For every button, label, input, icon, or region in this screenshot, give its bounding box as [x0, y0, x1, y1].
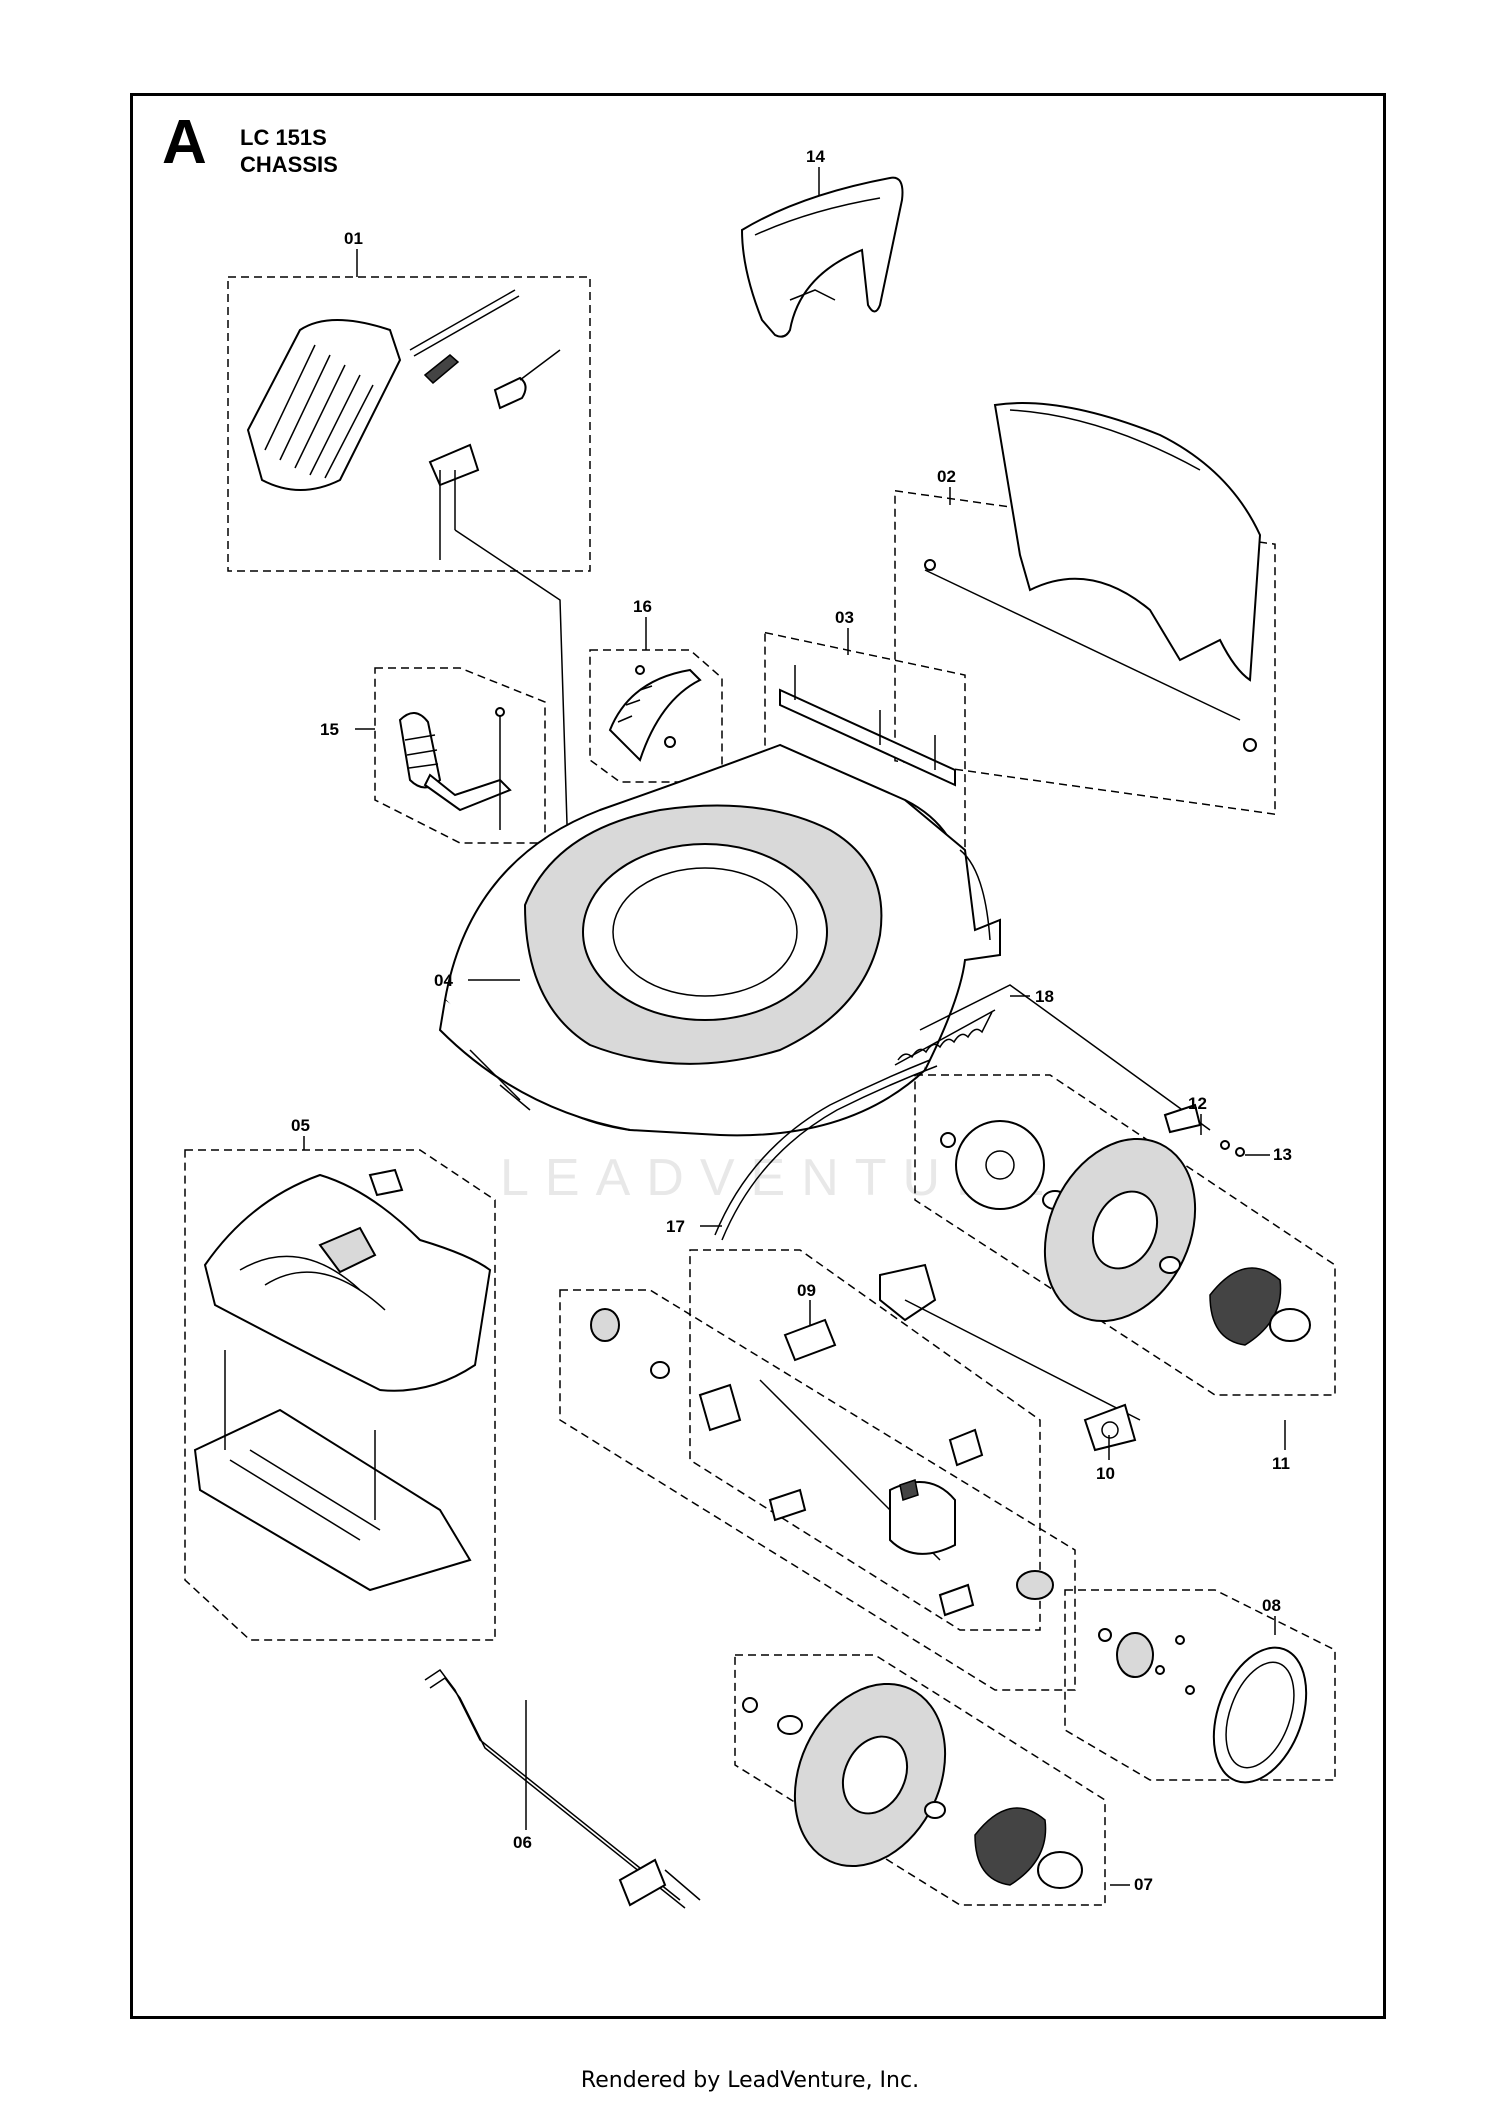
watermark-text: LEADVENTURE — [500, 1149, 1060, 1207]
part-03-bracket[interactable] — [779, 665, 956, 787]
part-08-drive-ring[interactable] — [1098, 1628, 1323, 1795]
label-part-18[interactable]: 18 — [1035, 987, 1054, 1006]
part-16-height-adjuster[interactable] — [608, 665, 702, 762]
group-box-08 — [1064, 1589, 1336, 1781]
group-box-15 — [374, 667, 546, 844]
part-06-front-axle[interactable] — [424, 1668, 701, 1909]
label-part-05[interactable]: 05 — [291, 1116, 310, 1135]
part-12-clip[interactable] — [919, 984, 1211, 1134]
label-part-16[interactable]: 16 — [633, 597, 652, 616]
part-13-pin[interactable] — [1220, 1140, 1245, 1157]
label-part-03[interactable]: 03 — [835, 608, 854, 627]
label-part-06[interactable]: 06 — [513, 1833, 532, 1852]
label-part-14[interactable]: 14 — [806, 147, 825, 166]
label-part-10[interactable]: 10 — [1096, 1464, 1115, 1483]
group-box-05 — [184, 1149, 496, 1641]
section-letter: A — [162, 108, 207, 177]
part-17-rod[interactable] — [714, 1059, 938, 1241]
part-01-handle-grip[interactable] — [246, 289, 571, 921]
part-10-axle-bracket[interactable] — [879, 1263, 1141, 1452]
label-part-01[interactable]: 01 — [344, 229, 363, 248]
label-part-04[interactable]: 04 — [434, 971, 453, 990]
label-part-13[interactable]: 13 — [1273, 1145, 1292, 1164]
group-box-09-outer — [559, 1289, 1076, 1691]
label-part-17[interactable]: 17 — [666, 1217, 685, 1236]
part-07-front-wheel[interactable] — [742, 1659, 1083, 1890]
label-part-02[interactable]: 02 — [937, 467, 956, 486]
label-part-11[interactable]: 11 — [1272, 1454, 1290, 1473]
label-part-08[interactable]: 08 — [1262, 1596, 1281, 1615]
part-09-gearbox[interactable] — [590, 1308, 1054, 1617]
label-part-12[interactable]: 12 — [1188, 1094, 1207, 1113]
group-box-11 — [914, 1074, 1336, 1396]
part-11-rear-wheel[interactable] — [940, 1114, 1311, 1346]
group-box-01 — [227, 276, 591, 572]
group-box-09 — [689, 1249, 1041, 1631]
footer-credit: Rendered by LeadVenture, Inc. — [580, 2068, 920, 2093]
part-02-rear-flap[interactable] — [924, 402, 1262, 752]
part-18-spring[interactable] — [894, 1009, 996, 1066]
label-part-09[interactable]: 09 — [797, 1281, 816, 1300]
part-04-mower-deck[interactable] — [438, 743, 1001, 1137]
part-05-top-cover[interactable] — [193, 1168, 492, 1592]
part-15-height-lever[interactable] — [398, 707, 512, 830]
diagram-frame — [130, 93, 1386, 2019]
assembly-name: CHASSIS — [240, 152, 338, 177]
model-name: LC 151S — [240, 125, 327, 150]
label-part-07[interactable]: 07 — [1134, 1875, 1153, 1894]
part-14-catcher-cover[interactable] — [740, 176, 904, 338]
title-block: LC 151S CHASSIS — [240, 124, 338, 178]
label-part-15[interactable]: 15 — [320, 720, 339, 739]
group-box-07 — [734, 1654, 1106, 1906]
